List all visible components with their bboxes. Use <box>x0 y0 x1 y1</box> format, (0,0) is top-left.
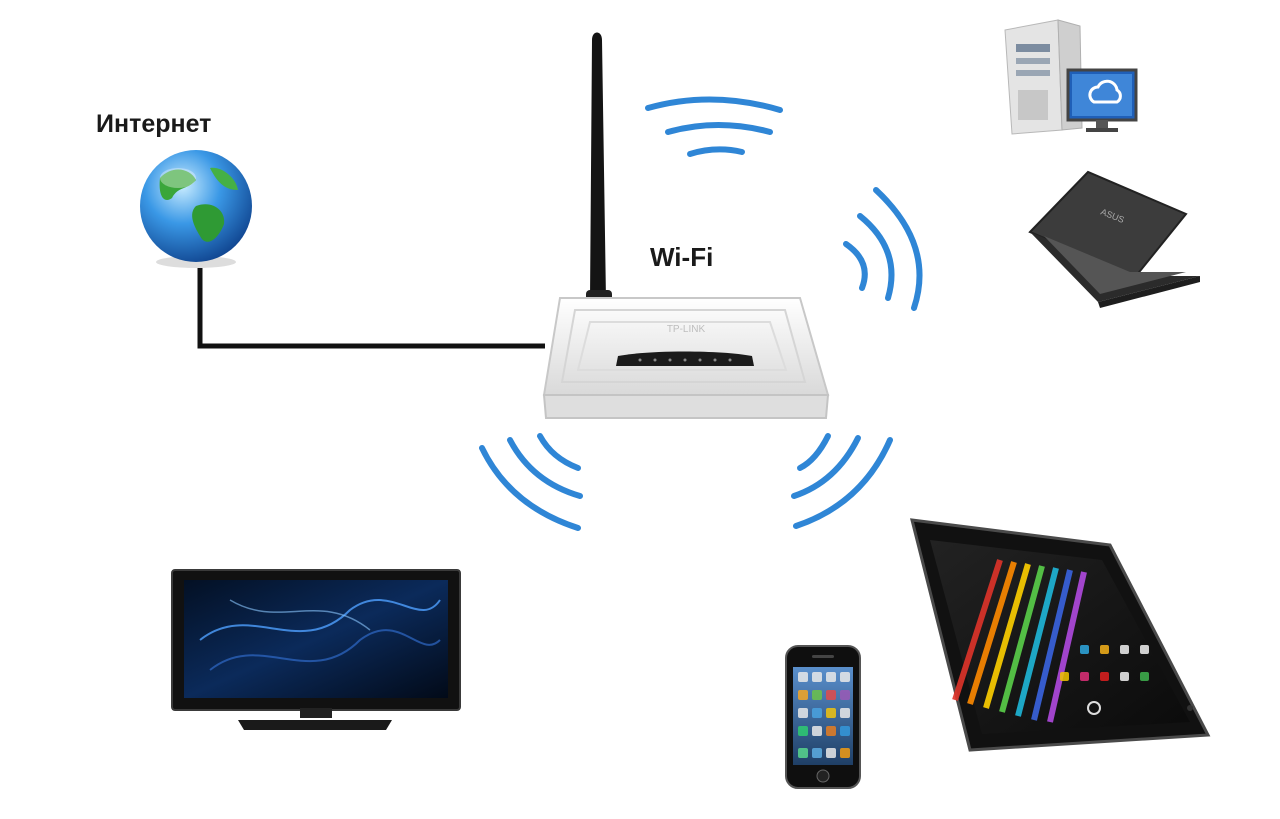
internet-label: Интернет <box>96 110 212 138</box>
wifi-waves-bottom-left <box>479 433 583 531</box>
globe-icon <box>140 150 252 268</box>
laptop-icon: ASUS <box>1028 170 1200 308</box>
tv-icon <box>171 569 461 730</box>
smartphone-icon <box>785 645 861 789</box>
ethernet-cable <box>197 268 545 349</box>
wifi-waves-top <box>645 96 783 157</box>
router-antenna <box>586 32 612 310</box>
wifi-waves-right <box>843 187 923 311</box>
desktop-computer-icon <box>1004 19 1138 135</box>
wifi-waves-bottom-right <box>791 433 893 529</box>
router-brand: TP-LINK <box>667 324 706 335</box>
router-icon <box>542 297 830 419</box>
wifi-label: Wi-Fi <box>650 242 714 272</box>
tablet-icon <box>910 518 1211 752</box>
